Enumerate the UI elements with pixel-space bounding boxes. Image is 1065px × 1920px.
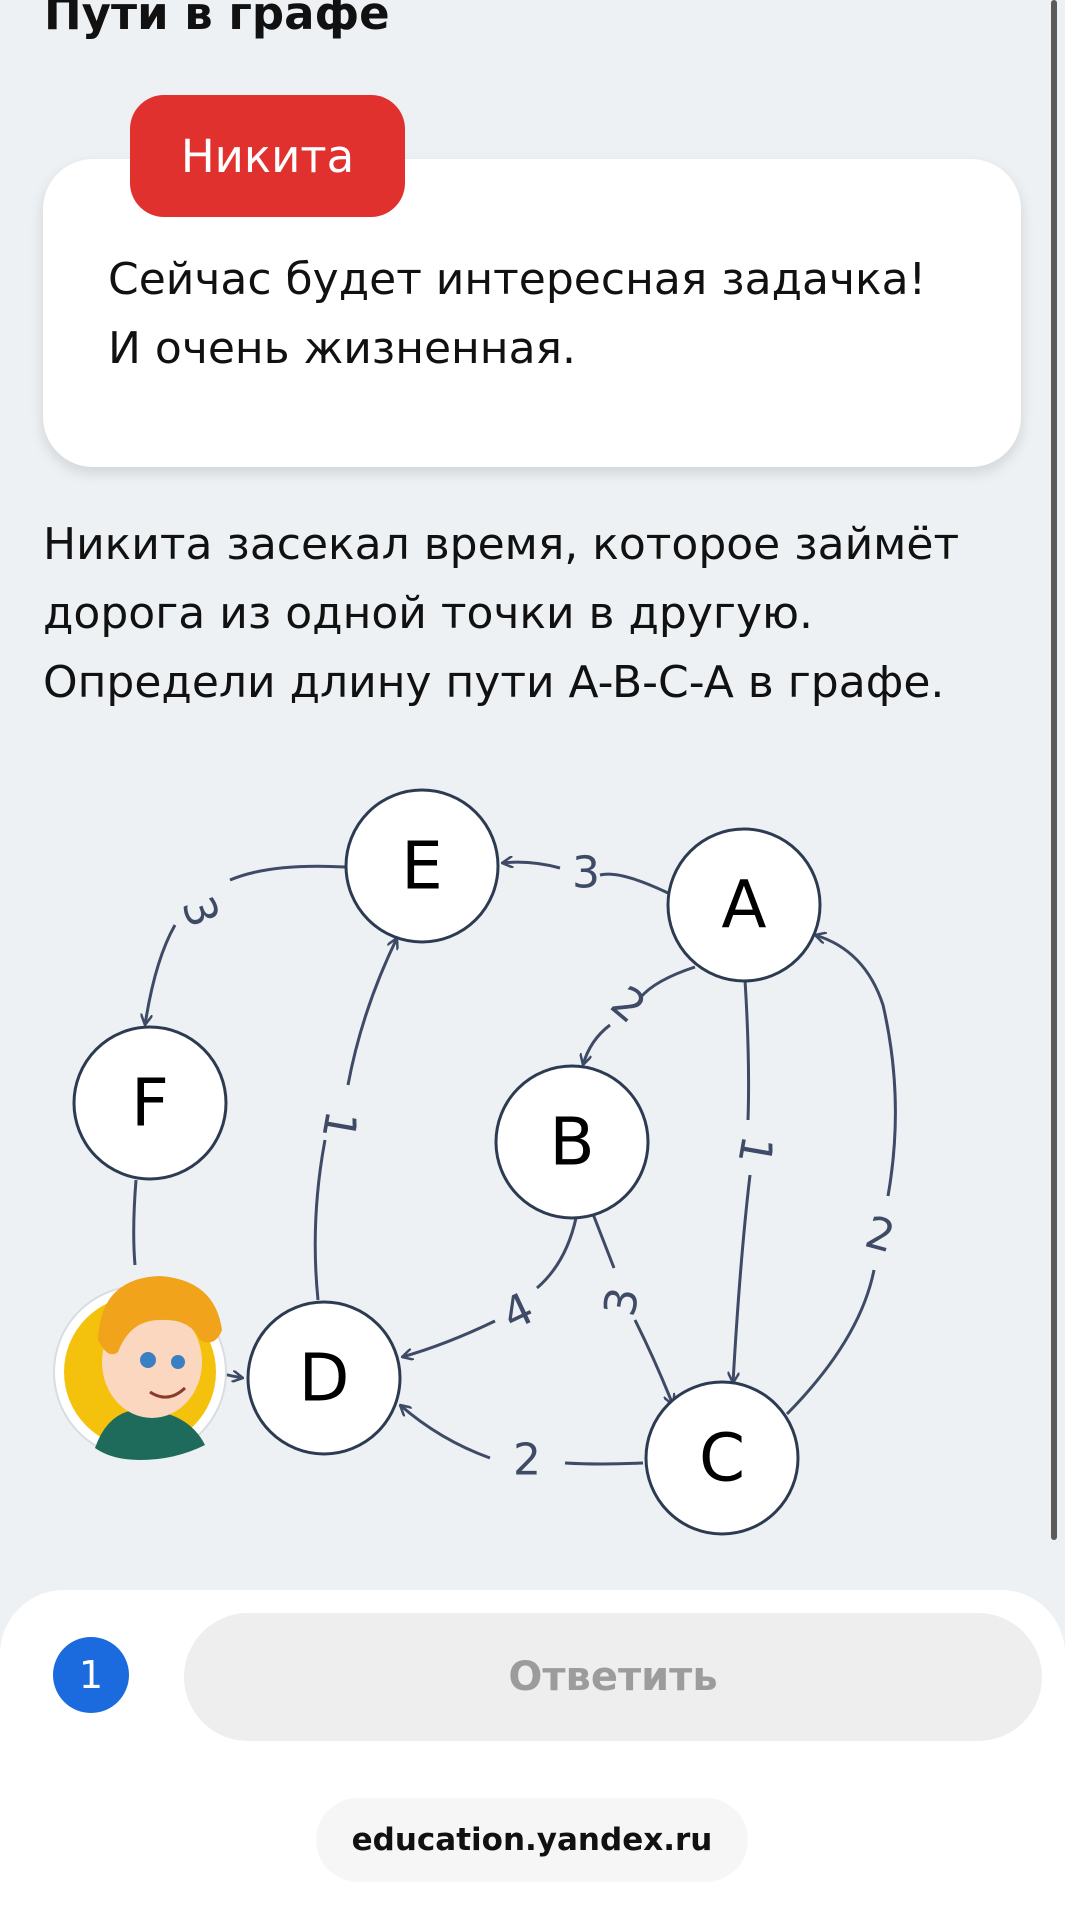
edge-a-e: [502, 862, 669, 895]
weight-c-a: 2: [860, 1207, 900, 1264]
url-bar[interactable]: education.yandex.ru: [316, 1798, 748, 1882]
edge-e-f: [145, 864, 346, 1025]
node-c: C: [644, 1380, 800, 1536]
svg-text:A: A: [721, 867, 766, 944]
scrollbar[interactable]: [1051, 0, 1057, 1540]
node-a: A: [666, 827, 822, 983]
speaker-name-tag: Никита: [130, 95, 405, 217]
weight-c-d: 2: [513, 1435, 541, 1486]
page-title: Пути в графе: [44, 0, 390, 40]
edge-c-a: [785, 935, 897, 1416]
node-f: F: [72, 1025, 228, 1181]
weight-a-e: 3: [572, 848, 600, 899]
edge-c-d: [400, 1405, 644, 1466]
svg-text:D: D: [299, 1340, 350, 1417]
node-d: D: [246, 1300, 402, 1456]
weight-b-c: 3: [594, 1284, 649, 1320]
edge-a-c: [733, 979, 752, 1383]
node-e: E: [344, 788, 500, 944]
avatar: [53, 1276, 227, 1460]
svg-text:B: B: [549, 1104, 594, 1181]
weight-d-e: 1: [311, 1107, 366, 1143]
edge-b-c: [591, 1213, 673, 1405]
speech-text: Сейчас будет интересная задачка! И очень…: [108, 254, 927, 374]
edge-d-e: [313, 938, 397, 1301]
answer-button[interactable]: Ответить: [184, 1613, 1042, 1741]
weight-e-f: 3: [171, 890, 229, 934]
svg-text:F: F: [131, 1065, 169, 1142]
edge-a-b: [583, 965, 696, 1065]
weight-b-d: 4: [495, 1283, 542, 1341]
svg-text:C: C: [699, 1420, 745, 1497]
node-b: B: [494, 1064, 650, 1220]
task-text: Никита засекал время, которое займёт дор…: [43, 519, 960, 708]
svg-text:E: E: [401, 828, 443, 905]
edge-b-d: [402, 1217, 578, 1357]
step-badge: 1: [53, 1637, 129, 1713]
graph-diagram: 3 3 2 1 2 1 4 3 2 E A F B D C: [53, 788, 900, 1536]
weight-a-c: 1: [727, 1132, 782, 1168]
